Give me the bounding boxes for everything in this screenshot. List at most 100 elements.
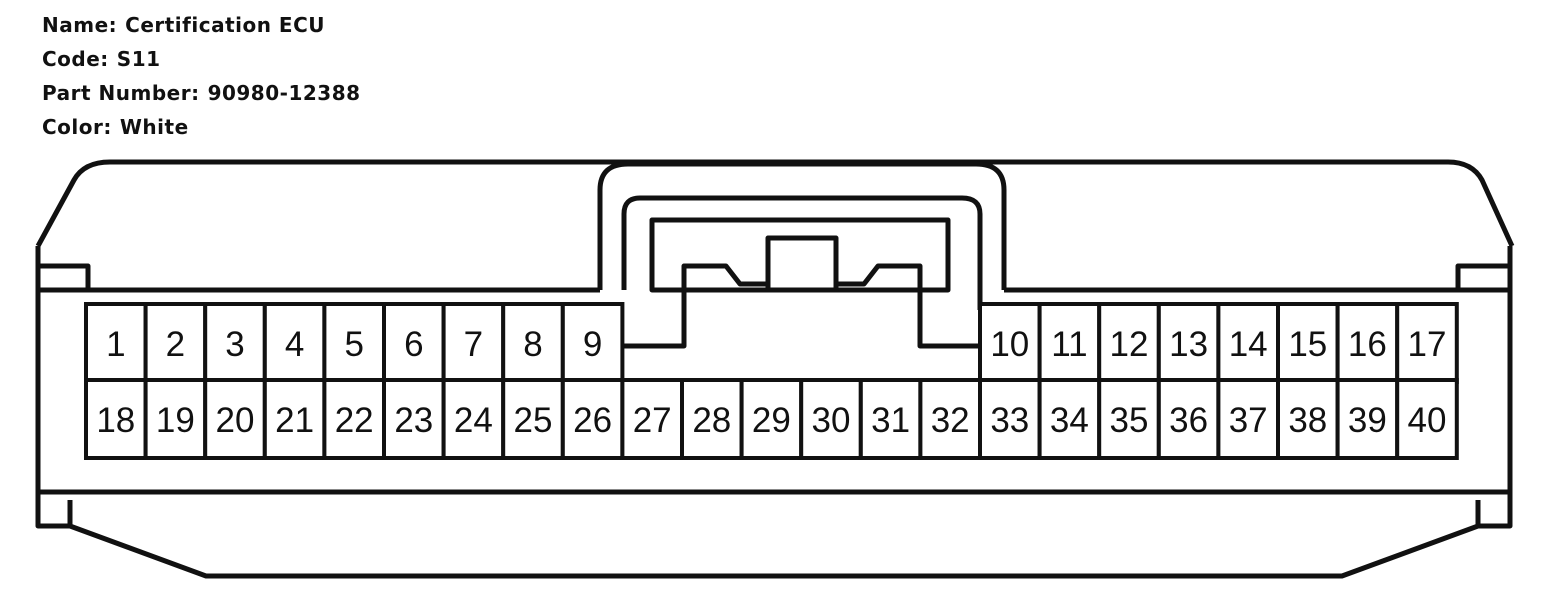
connector-housing [35, 159, 1515, 579]
pin-cell [680, 378, 744, 460]
pin-4: 4 [262, 302, 327, 384]
housing-bottom-lip [69, 523, 1479, 579]
pin-number: 32 [931, 401, 970, 440]
pin-number: 4 [285, 325, 304, 364]
pin-cell [560, 302, 625, 384]
pin-12: 12 [1097, 302, 1161, 384]
color-label: Color: [42, 115, 112, 139]
pin-number: 35 [1110, 401, 1149, 440]
pin-number: 3 [225, 325, 244, 364]
pin-9: 9 [560, 302, 625, 384]
pin-cell [799, 378, 863, 460]
pin-28: 28 [680, 378, 744, 460]
pin-cell [620, 378, 685, 460]
pin-cell [1156, 302, 1221, 384]
pin-cell [1216, 302, 1281, 384]
pin-number: 29 [752, 401, 791, 440]
pin-21: 21 [262, 378, 327, 460]
pin-29: 29 [739, 378, 804, 460]
pin-25: 25 [501, 378, 565, 460]
housing-right-side [1475, 246, 1513, 529]
lock-center-block [765, 235, 839, 293]
left-ear [38, 263, 91, 290]
pin-cell [1037, 302, 1102, 384]
code-line: Code: S11 [42, 42, 361, 76]
pin-cell [84, 378, 148, 460]
code-label: Code: [42, 47, 109, 71]
pin-17: 17 [1395, 302, 1459, 384]
pin-cell [1395, 302, 1459, 384]
name-line: Name: Certification ECU [42, 8, 361, 42]
pin-number: 24 [454, 401, 493, 440]
code-value: S11 [116, 47, 161, 71]
pin-1: 1 [84, 302, 148, 384]
pin-number: 25 [514, 401, 553, 440]
pin-cell [203, 378, 267, 460]
pin-number: 10 [990, 325, 1029, 364]
pin-34: 34 [1037, 378, 1102, 460]
pin-37: 37 [1216, 378, 1281, 460]
pin-31: 31 [858, 378, 923, 460]
pin-number: 37 [1229, 401, 1268, 440]
pin-number: 5 [344, 325, 363, 364]
pin-number: 28 [692, 401, 731, 440]
housing-top-edge [35, 159, 1515, 248]
pin-number: 19 [156, 401, 195, 440]
pin-number: 30 [812, 401, 851, 440]
pin-15: 15 [1276, 302, 1340, 384]
pin-number: 38 [1288, 401, 1327, 440]
color-line: Color: White [42, 110, 361, 144]
part-number-line: Part Number: 90980-12388 [42, 76, 361, 110]
part-number-label: Part Number: [42, 81, 200, 105]
pin-39: 39 [1335, 378, 1400, 460]
pin-cell [441, 378, 506, 460]
connector-info: Name: Certification ECU Code: S11 Part Num… [42, 8, 361, 144]
pin-18: 18 [84, 378, 148, 460]
pin-number: 40 [1408, 401, 1447, 440]
pin-number: 15 [1288, 325, 1327, 364]
pin-38: 38 [1276, 378, 1340, 460]
housing-left-side [35, 246, 73, 529]
pin-number: 9 [583, 325, 602, 364]
pin-number: 21 [275, 401, 314, 440]
pin-2: 2 [143, 302, 208, 384]
pin-number: 14 [1229, 325, 1268, 364]
pin-number: 2 [166, 325, 185, 364]
lock-frame [649, 217, 951, 293]
pin-number: 8 [523, 325, 542, 364]
color-value: White [119, 115, 189, 139]
lock-tab-outer [597, 161, 1007, 290]
pin-30: 30 [799, 378, 863, 460]
pin-19: 19 [143, 378, 208, 460]
pin-number: 1 [106, 325, 125, 364]
pin-cell [1335, 378, 1400, 460]
name-label: Name: [42, 13, 118, 37]
pin-number: 26 [573, 401, 612, 440]
pin-number: 36 [1169, 401, 1208, 440]
pin-3: 3 [203, 302, 267, 384]
pin-20: 20 [203, 378, 267, 460]
pin-number: 22 [335, 401, 374, 440]
pin-number: 17 [1408, 325, 1447, 364]
part-number-value: 90980-12388 [207, 81, 361, 105]
pin-16: 16 [1335, 302, 1400, 384]
pin-27: 27 [620, 378, 685, 460]
pin-7: 7 [441, 302, 506, 384]
lock-tab-inner [621, 195, 983, 310]
pin-number: 27 [633, 401, 672, 440]
pin-cell [262, 378, 327, 460]
pin-cell [1156, 378, 1221, 460]
pin-13: 13 [1156, 302, 1221, 384]
pin-23: 23 [382, 378, 446, 460]
pin-26: 26 [560, 378, 625, 460]
pin-10: 10 [978, 302, 1042, 384]
pin-8: 8 [501, 302, 565, 384]
pin-number: 18 [96, 401, 135, 440]
pin-cell [501, 302, 565, 384]
pin-cell [1395, 378, 1459, 460]
name-value: Certification ECU [125, 13, 326, 37]
pin-11: 11 [1037, 302, 1102, 384]
pin-40: 40 [1395, 378, 1459, 460]
pin-number: 13 [1169, 325, 1208, 364]
